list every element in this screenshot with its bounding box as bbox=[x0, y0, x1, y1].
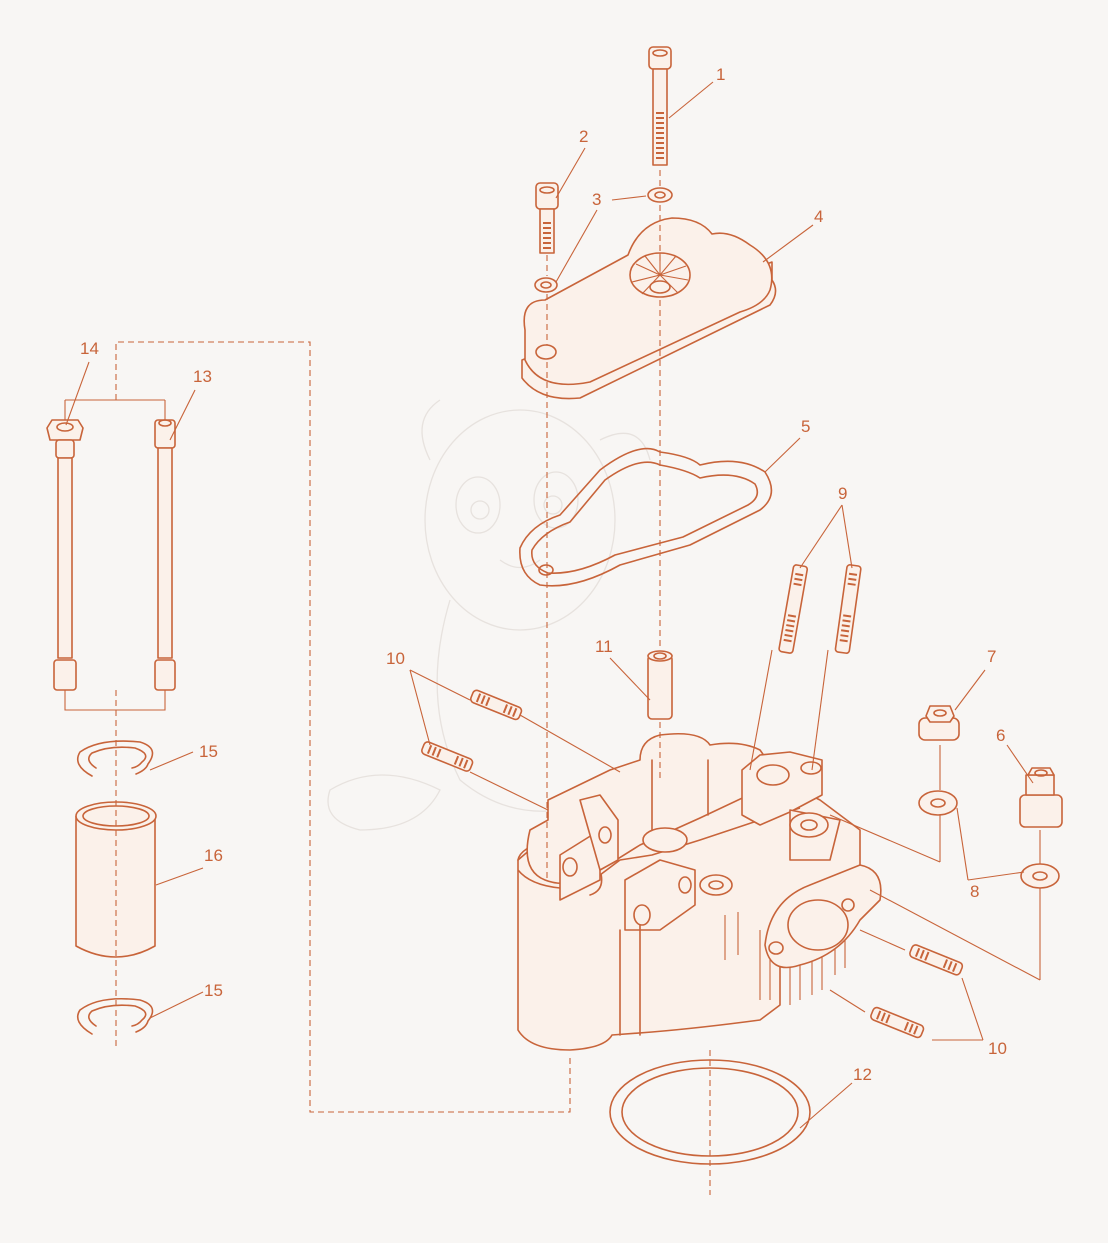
part-15-snap-rings bbox=[76, 740, 154, 1035]
callout-3: 3 bbox=[592, 190, 601, 209]
part-3-washers bbox=[534, 187, 673, 293]
callout-7: 7 bbox=[987, 647, 996, 666]
callout-2: 2 bbox=[579, 127, 588, 146]
callout-11: 11 bbox=[595, 637, 613, 656]
callout-10-right: 10 bbox=[988, 1039, 1007, 1058]
part-6-fitting bbox=[1019, 767, 1063, 828]
housing bbox=[517, 732, 882, 1051]
callout-10-left: 10 bbox=[386, 649, 405, 668]
part-2-short-screw bbox=[535, 182, 559, 254]
callout-15-top: 15 bbox=[199, 742, 218, 761]
callout-1: 1 bbox=[716, 65, 725, 84]
part-9-studs bbox=[778, 564, 862, 654]
callout-5: 5 bbox=[801, 417, 810, 436]
part-10-studs-right bbox=[870, 944, 964, 1039]
callout-16: 16 bbox=[204, 846, 223, 865]
callout-6: 6 bbox=[996, 726, 1005, 745]
part-5-gasket bbox=[519, 447, 773, 587]
callout-15-bottom: 15 bbox=[204, 981, 223, 1000]
assembly-lines bbox=[64, 170, 1041, 1195]
callout-12: 12 bbox=[853, 1065, 872, 1084]
callout-leaders bbox=[65, 81, 1034, 1129]
callout-14: 14 bbox=[80, 339, 99, 358]
callout-9: 9 bbox=[838, 484, 847, 503]
part-7-nut bbox=[918, 705, 960, 741]
watermark-character bbox=[327, 399, 651, 831]
part-4-cover bbox=[521, 217, 777, 400]
callout-8: 8 bbox=[970, 882, 979, 901]
callout-4: 4 bbox=[814, 207, 823, 226]
part-10-studs-left bbox=[421, 689, 523, 772]
callout-labels: 1 2 3 4 5 6 7 8 9 10 10 11 12 13 14 15 1… bbox=[80, 65, 1007, 1084]
part-11-sleeve bbox=[647, 650, 673, 720]
part-14-tube-with-fitting bbox=[46, 419, 84, 691]
part-1-long-screw bbox=[648, 46, 672, 166]
part-13-tube bbox=[154, 419, 176, 691]
callout-13: 13 bbox=[193, 367, 212, 386]
